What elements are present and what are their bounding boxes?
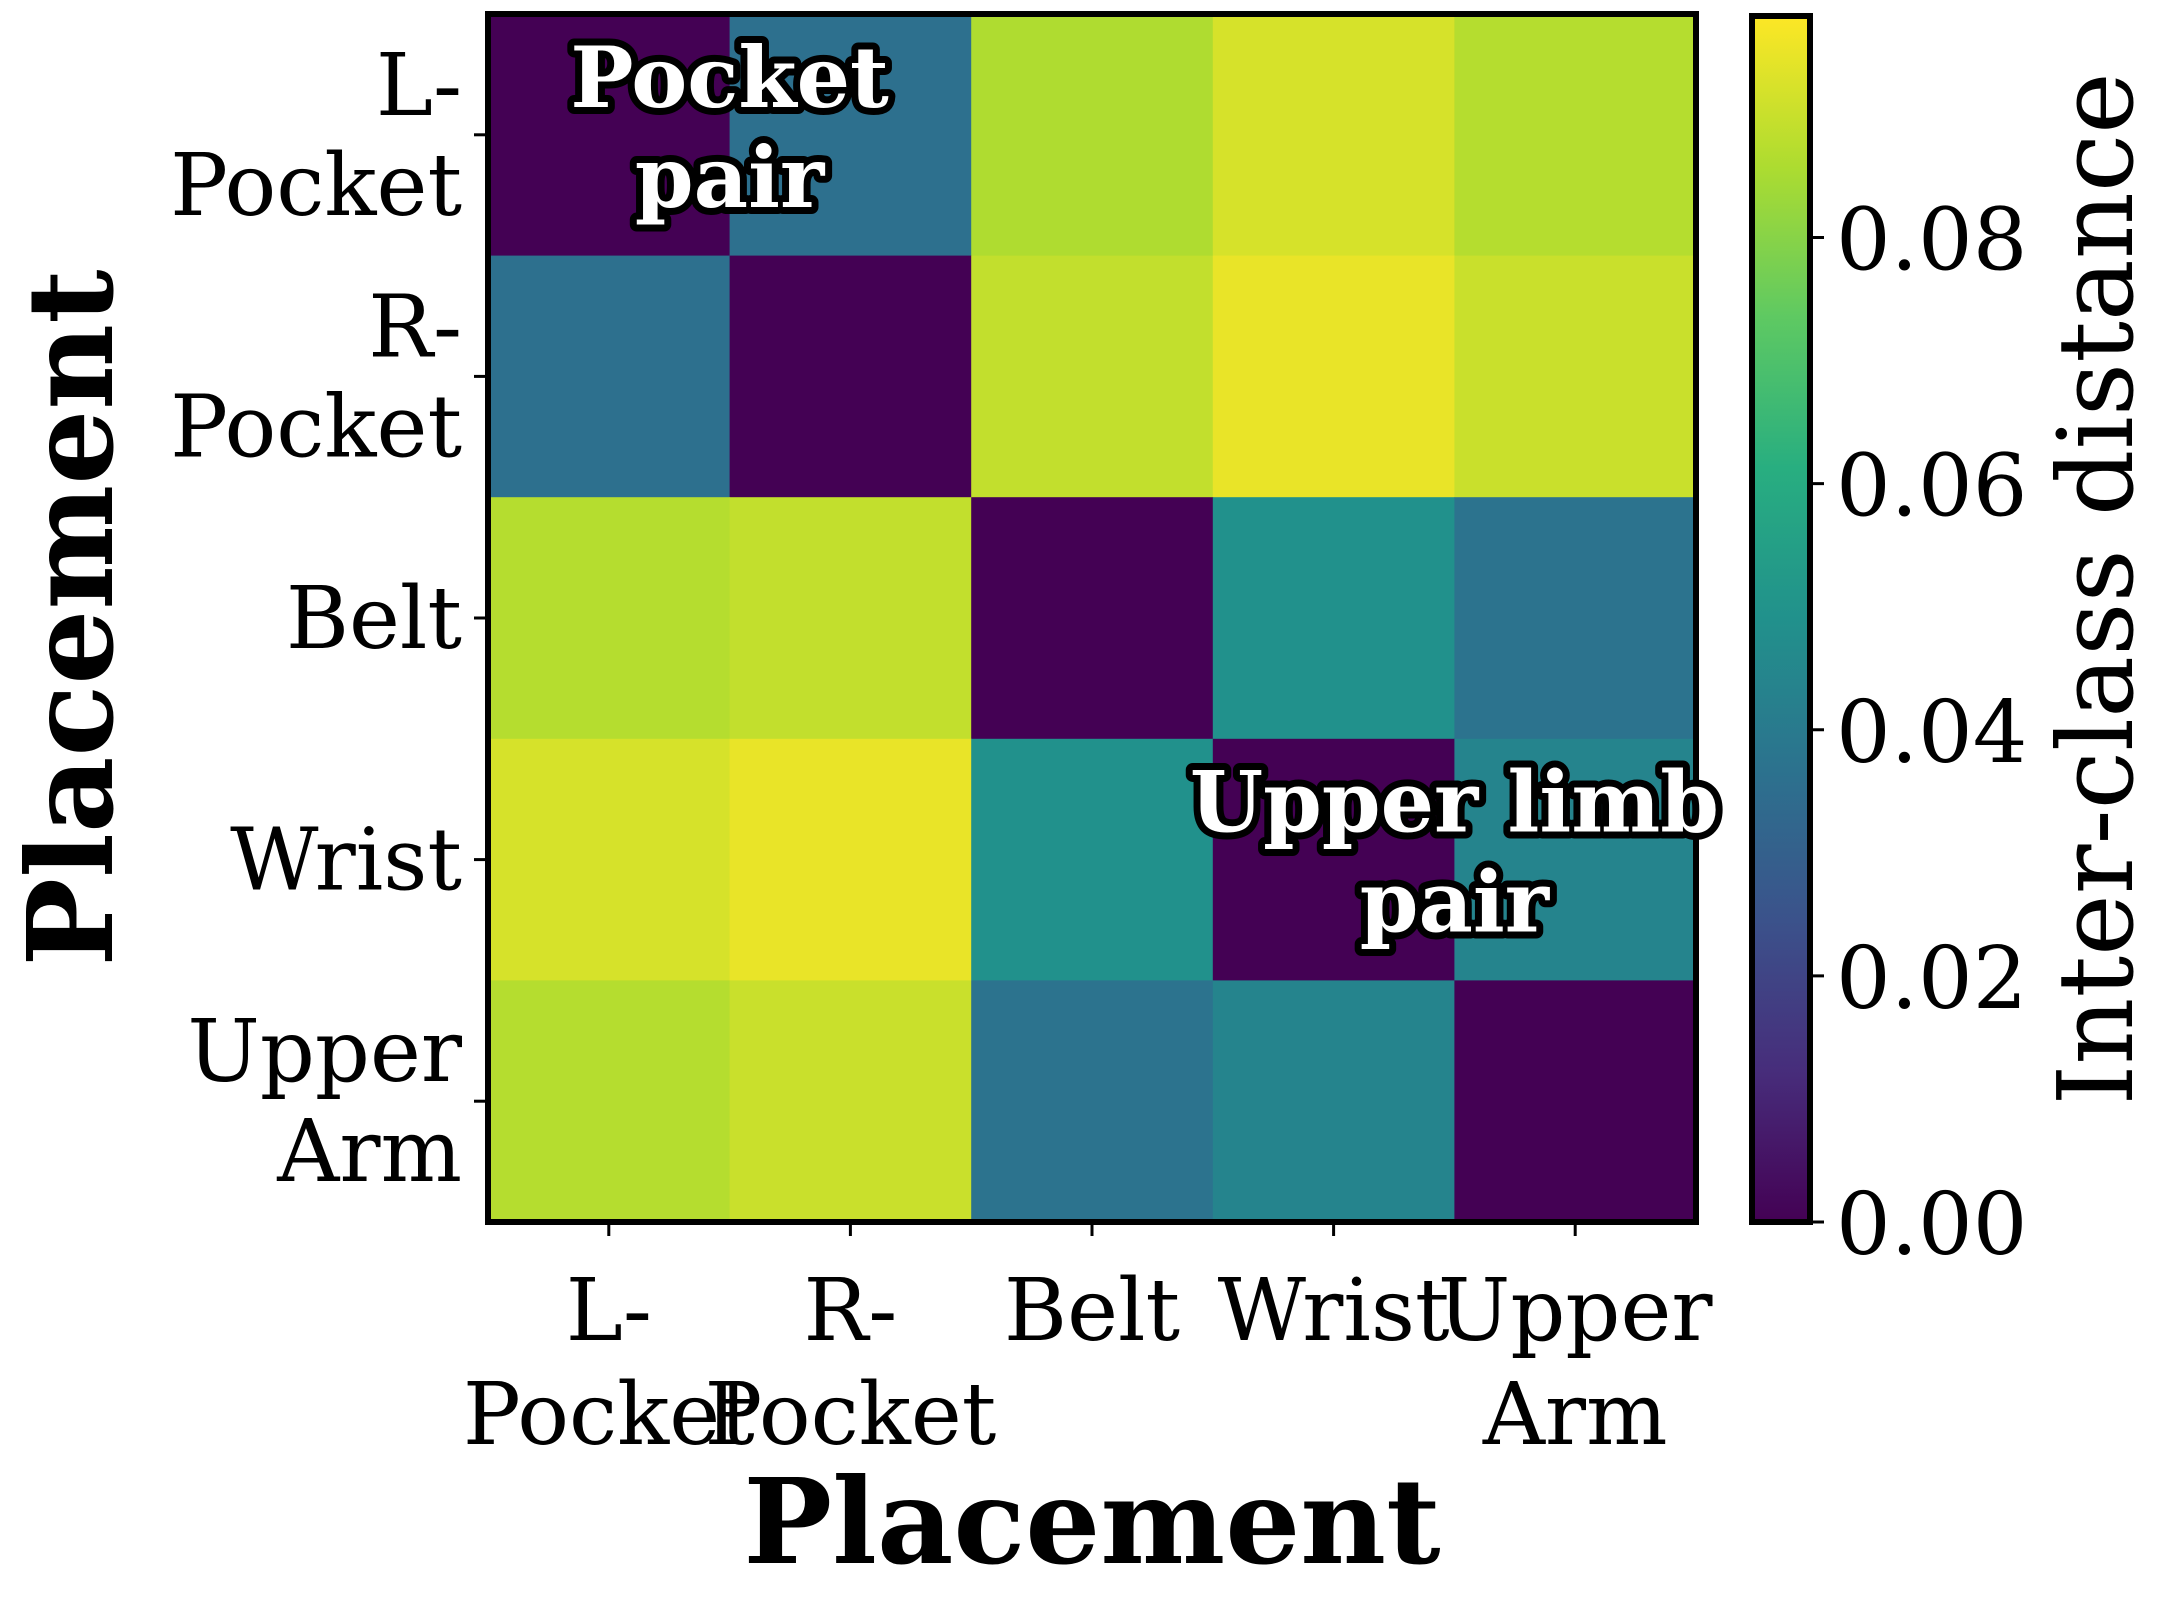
colorbar (1749, 13, 1813, 1225)
heatmap-cell (729, 14, 972, 257)
heatmap-cell (488, 738, 731, 981)
heatmap-cell (729, 980, 972, 1223)
heatmap-cell (971, 497, 1214, 740)
y-tick-label: Belt (286, 569, 462, 669)
colorbar-tick-label: 0.00 (1836, 1175, 2027, 1275)
heatmap-cell (729, 255, 972, 498)
colorbar-tick-label: 0.06 (1836, 437, 2027, 537)
heatmap-cell (1454, 980, 1697, 1223)
heatmap-cell (1454, 497, 1697, 740)
y-tick-label: R-Pocket (170, 277, 462, 477)
heatmap-cell (488, 497, 731, 740)
heatmap-cell (488, 980, 731, 1223)
y-axis-title: Placement (1, 269, 140, 966)
heatmap-cell (1212, 497, 1455, 740)
x-tick-label: L-Pocket (463, 1261, 755, 1465)
x-tick-label: Belt (1004, 1261, 1180, 1361)
heatmap-cell (971, 14, 1214, 257)
heatmap-cell (1454, 738, 1697, 981)
heatmap-cell (729, 738, 972, 981)
colorbar-title: Inter-class distance (2035, 72, 2157, 1105)
heatmap-cell (729, 497, 972, 740)
heatmap-cell (971, 980, 1214, 1223)
x-tick-label: R-Pocket (704, 1261, 996, 1465)
colorbar-tick-label: 0.04 (1836, 683, 2027, 783)
heatmap-cell (1212, 255, 1455, 498)
heatmap-cell (971, 738, 1214, 981)
heatmap-cell (1454, 14, 1697, 257)
y-tick-label: Wrist (230, 811, 462, 911)
heatmap-cell (971, 255, 1214, 498)
heatmap-cells (488, 14, 1697, 1223)
y-tick-label: L-Pocket (170, 36, 462, 236)
x-tick-label: Wrist (1218, 1261, 1450, 1361)
colorbar-tick-label: 0.08 (1836, 191, 2027, 291)
x-axis-title: Placement (743, 1452, 1440, 1591)
colorbar-ticks: 0.00 0.02 0.04 0.06 0.08 (1810, 191, 2027, 1275)
heatmap-cell (1454, 255, 1697, 498)
heatmap-cell (1212, 980, 1455, 1223)
heatmap-cell (488, 255, 731, 498)
heatmap-cell (1212, 738, 1455, 981)
colorbar-tick-label: 0.02 (1836, 929, 2027, 1029)
heatmap-cell (1212, 14, 1455, 257)
heatmap-cell (488, 14, 731, 257)
